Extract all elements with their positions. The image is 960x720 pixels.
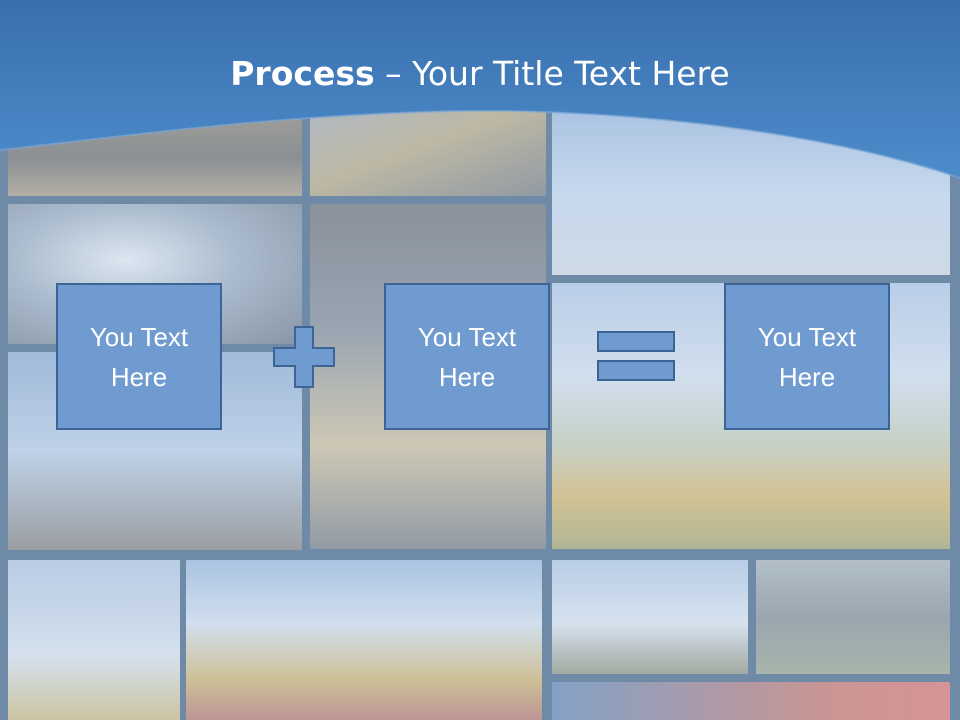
process-box-3-line2: Here [778,361,836,392]
title-banner [0,0,960,200]
process-box-1-line1: You Text [89,321,189,352]
page-title: Process – Your Title Text Here [0,52,960,96]
process-box-1-line2: Here [110,361,168,392]
title-rest: – Your Title Text Here [374,54,730,93]
equals-icon [597,331,675,381]
photo-wellhead [756,560,950,674]
process-box-2-line2: Here [438,361,496,392]
process-box-2-line1: You Text [417,321,517,352]
photo-hardhat [552,682,950,720]
photo-crane [8,560,180,720]
process-box-3-line1: You Text [757,321,857,352]
process-box-2[interactable]: You Text Here [384,283,550,430]
photo-worker-valve [310,110,546,196]
plus-icon [273,326,335,388]
title-bold: Process [230,54,375,93]
photo-pumpjack-field [552,560,748,674]
process-box-1[interactable]: You Text Here [56,283,222,430]
process-box-3[interactable]: You Text Here [724,283,890,430]
photo-workers [186,560,542,720]
